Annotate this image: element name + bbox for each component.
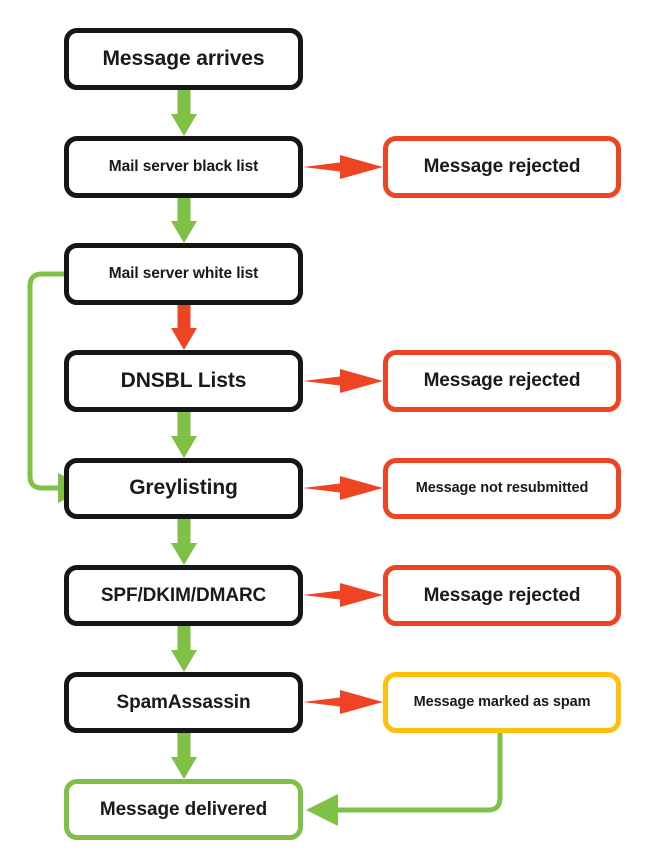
node-rejected-blacklist[interactable]: Message rejected	[383, 136, 621, 198]
node-dnsbl-lists[interactable]: DNSBL Lists	[64, 350, 303, 412]
node-spamassassin[interactable]: SpamAssassin	[64, 672, 303, 733]
node-marked-as-spam[interactable]: Message marked as spam	[383, 672, 621, 733]
node-rejected-auth[interactable]: Message rejected	[383, 565, 621, 626]
edge-greylisting-to-auth	[171, 519, 197, 565]
node-not-resubmitted[interactable]: Message not resubmitted	[383, 458, 621, 519]
edge-blacklist-to-whitelist	[171, 198, 197, 243]
edge-whitelist-to-dnsbl	[171, 305, 197, 350]
edge-arrives-to-blacklist	[171, 90, 197, 136]
edge-spam-to-delivered	[306, 733, 503, 826]
node-spf-dkim-dmarc[interactable]: SPF/DKIM/DMARC	[64, 565, 303, 626]
edge-dnsbl-to-greylisting	[171, 412, 197, 458]
edge-auth-to-spamassassin	[171, 626, 197, 672]
node-message-delivered[interactable]: Message delivered	[64, 779, 303, 840]
edge-greylisting-to-not-resubmitted	[303, 476, 383, 500]
node-rejected-dnsbl[interactable]: Message rejected	[383, 350, 621, 412]
node-message-arrives[interactable]: Message arrives	[64, 28, 303, 90]
edge-dnsbl-to-rejected	[303, 369, 383, 393]
edge-spamassassin-to-spam	[303, 690, 383, 714]
edge-auth-to-rejected	[303, 583, 383, 607]
node-mail-server-black-list[interactable]: Mail server black list	[64, 136, 303, 198]
node-greylisting[interactable]: Greylisting	[64, 458, 303, 519]
edge-spamassassin-to-delivered	[171, 733, 197, 779]
edge-blacklist-to-rejected	[303, 155, 383, 179]
node-mail-server-white-list[interactable]: Mail server white list	[64, 243, 303, 305]
